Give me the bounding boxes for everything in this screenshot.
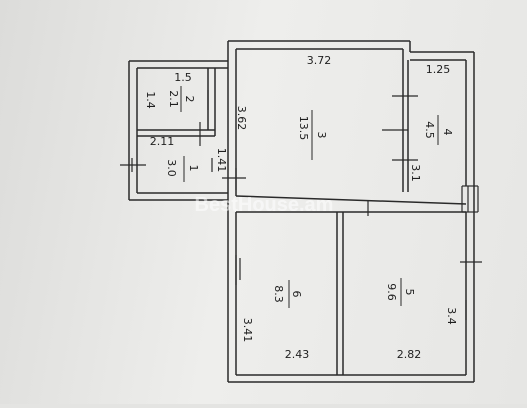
room-1-area: 3.0 [165,159,178,177]
room-3-area: 13.5 [297,116,310,141]
room-2-area: 2.1 [167,90,180,108]
dim-3-1: 3.1 [409,164,422,182]
room-4-area: 4.5 [423,121,436,139]
room-5-number: 5 [403,289,416,296]
watermark: BestHouse.am [195,194,334,216]
room-1-number: 1 [187,165,200,172]
dim-3-72: 3.72 [307,54,332,67]
room-6-number: 6 [290,291,303,298]
room-6-area: 8.3 [272,285,285,303]
room-5-area: 9.6 [385,283,398,301]
annex-walls [128,60,228,201]
dim-2-43: 2.43 [285,348,310,361]
dim-2-11: 2.11 [150,135,175,148]
room-3-number: 3 [315,132,328,139]
room-4-number: 4 [441,129,454,136]
dim-1-25: 1.25 [426,63,451,76]
dim-3-41: 3.41 [241,318,254,343]
outer-walls [227,40,475,383]
dim-1-5: 1.5 [174,71,192,84]
dim-1-41: 1.41 [215,148,228,173]
opening-marks [120,90,482,320]
room-2-number: 2 [183,96,196,103]
dim-3-4: 3.4 [445,307,458,325]
dim-2-82: 2.82 [397,348,422,361]
dim-1-4: 1.4 [144,91,157,109]
dim-3-62: 3.62 [235,106,248,131]
